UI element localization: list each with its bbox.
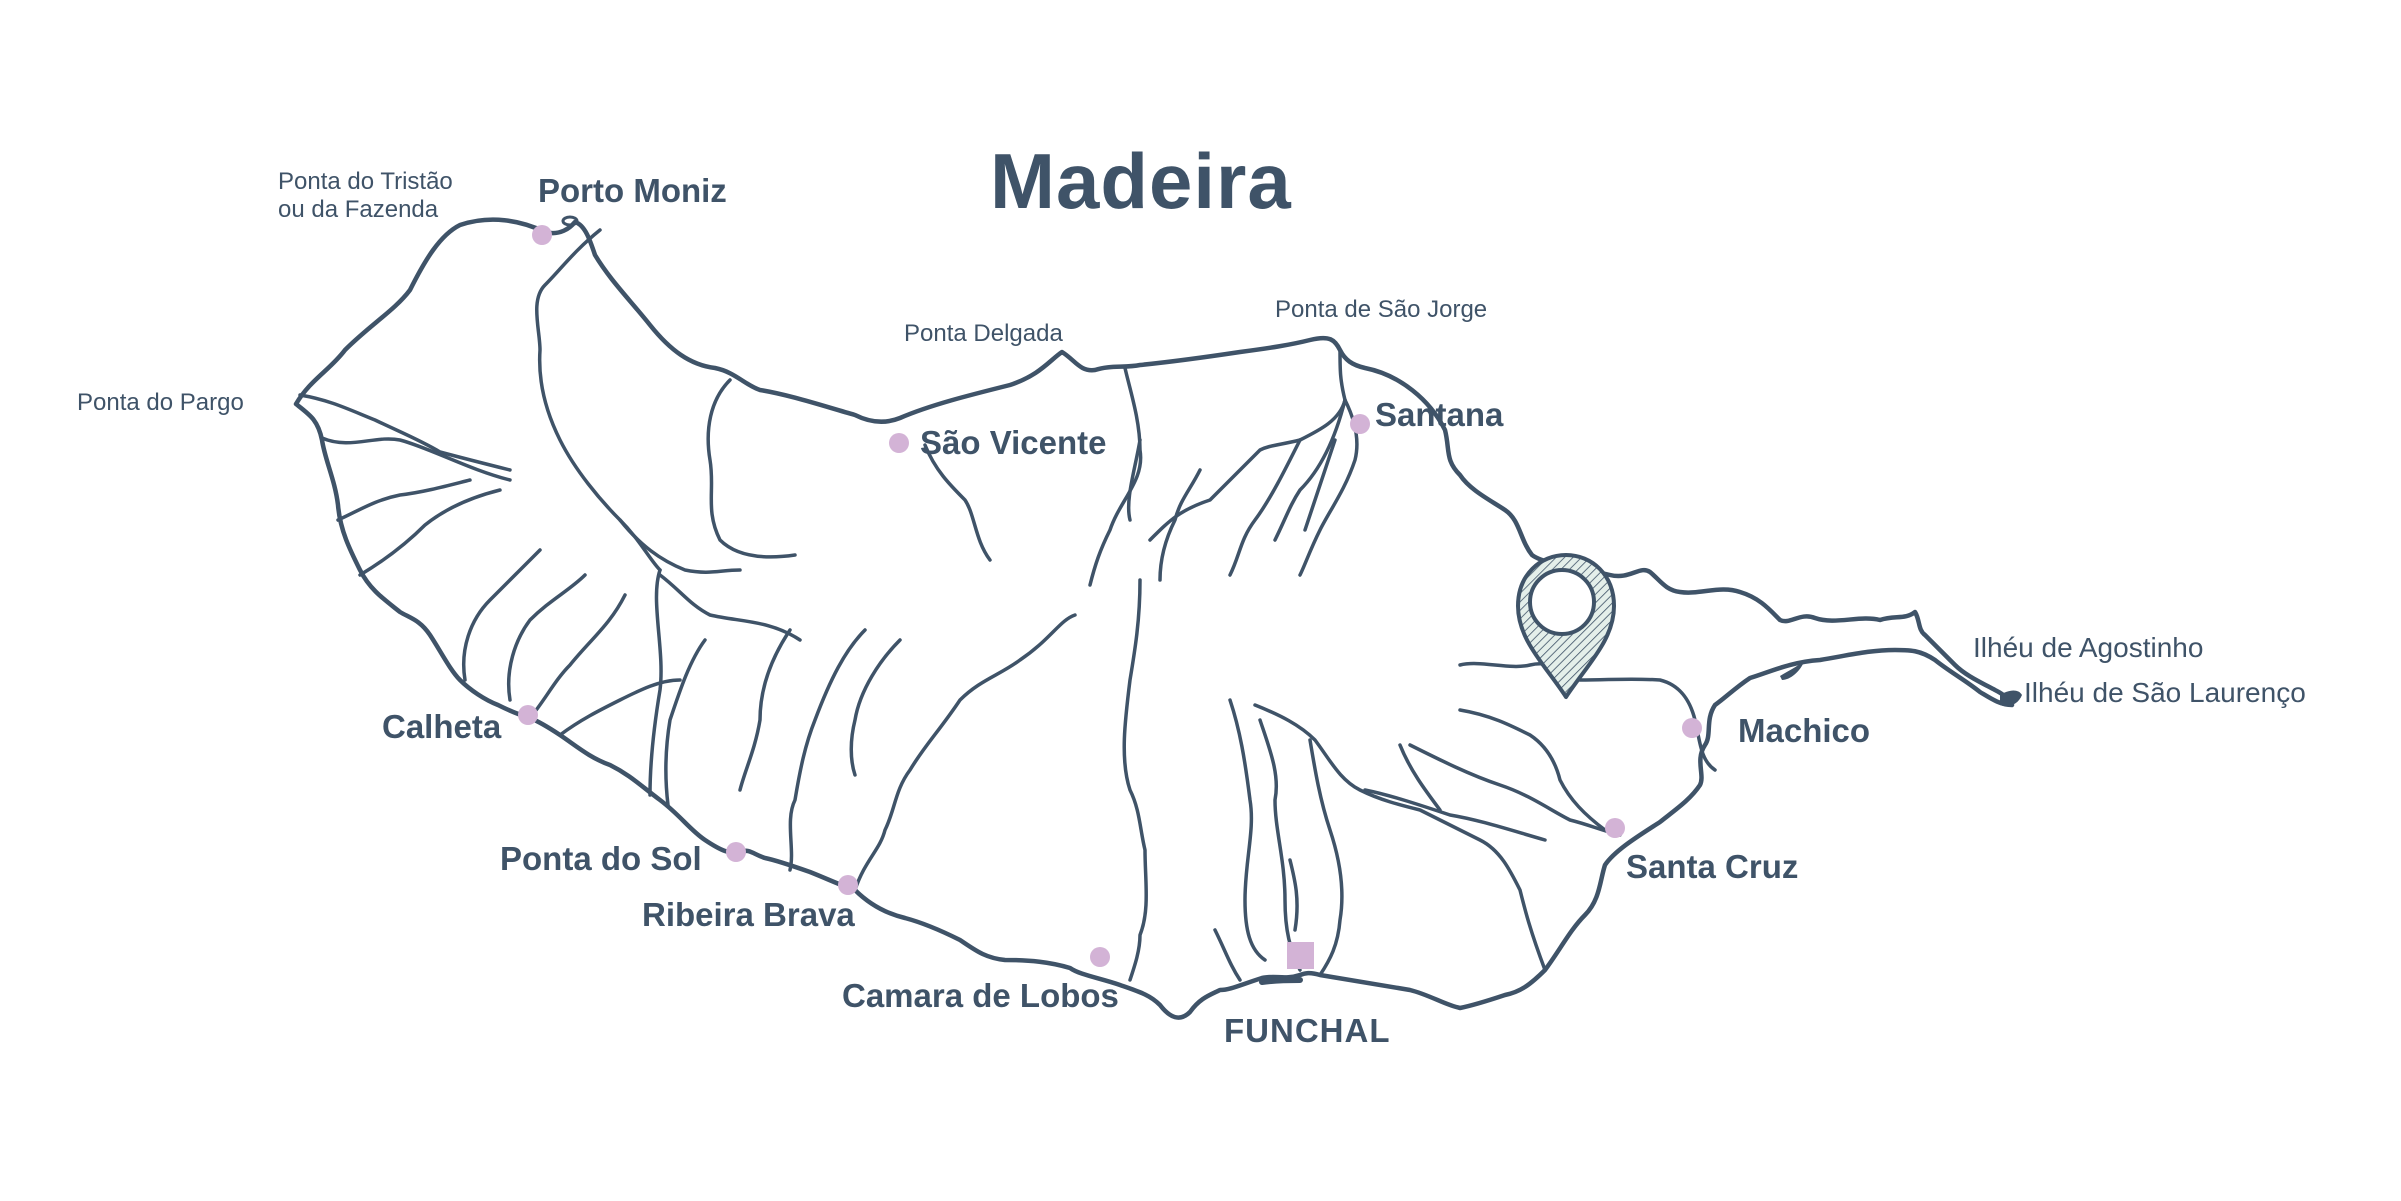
- label-ponta-delgada: Ponta Delgada: [904, 320, 1063, 347]
- funchal-pier: [1259, 977, 1303, 985]
- town-markers: [518, 225, 1702, 969]
- label-machico: Machico: [1738, 712, 1871, 749]
- label-camara-de-lobos: Camara de Lobos: [842, 977, 1119, 1014]
- porto-moniz-islet: [561, 215, 579, 227]
- marker-calheta: [518, 705, 538, 725]
- marker-porto-moniz: [532, 225, 552, 245]
- label-ponta-do-sol: Ponta do Sol: [500, 840, 702, 877]
- label-ilheu-de-agostinho: Ilhéu de Agostinho: [1973, 632, 2204, 663]
- label-santa-cruz: Santa Cruz: [1626, 848, 1799, 885]
- map-title: Madeira: [990, 137, 1292, 225]
- label-santana: Santana: [1375, 396, 1504, 433]
- marker-ribeira-brava: [838, 875, 858, 895]
- marker-machico: [1682, 718, 1702, 738]
- label-ilheu-de-sao-laurenco: Ilhéu de São Laurenço: [2024, 677, 2306, 708]
- coastline: [293, 217, 2015, 1020]
- marker-ponta-do-sol: [726, 842, 746, 862]
- ilheu-de-agostinho-shape: [1780, 660, 1805, 680]
- marker-funchal: [1287, 942, 1314, 969]
- label-porto-moniz: Porto Moniz: [538, 172, 727, 209]
- marker-santana: [1350, 414, 1370, 434]
- label-ponta-de-sao-jorge: Ponta de São Jorge: [1275, 296, 1488, 323]
- label-ponta-do-tristao-line1: Ponta do Tristão: [278, 168, 453, 195]
- marker-camara-de-lobos: [1090, 947, 1110, 967]
- label-calheta: Calheta: [382, 708, 502, 745]
- map-pin-icon: [1516, 553, 1616, 699]
- label-ribeira-brava: Ribeira Brava: [642, 896, 855, 933]
- label-sao-vicente: São Vicente: [920, 424, 1107, 461]
- marker-sao-vicente: [889, 433, 909, 453]
- label-funchal: FUNCHAL: [1224, 1012, 1391, 1049]
- ilheu-de-sao-laurenco-shape: [2000, 690, 2022, 707]
- label-ponta-do-tristao: Ponta do Tristão ou da Fazenda: [278, 168, 453, 223]
- marker-santa-cruz: [1605, 818, 1625, 838]
- label-ponta-do-pargo: Ponta do Pargo: [77, 389, 244, 416]
- label-ponta-do-tristao-line2: ou da Fazenda: [278, 195, 439, 223]
